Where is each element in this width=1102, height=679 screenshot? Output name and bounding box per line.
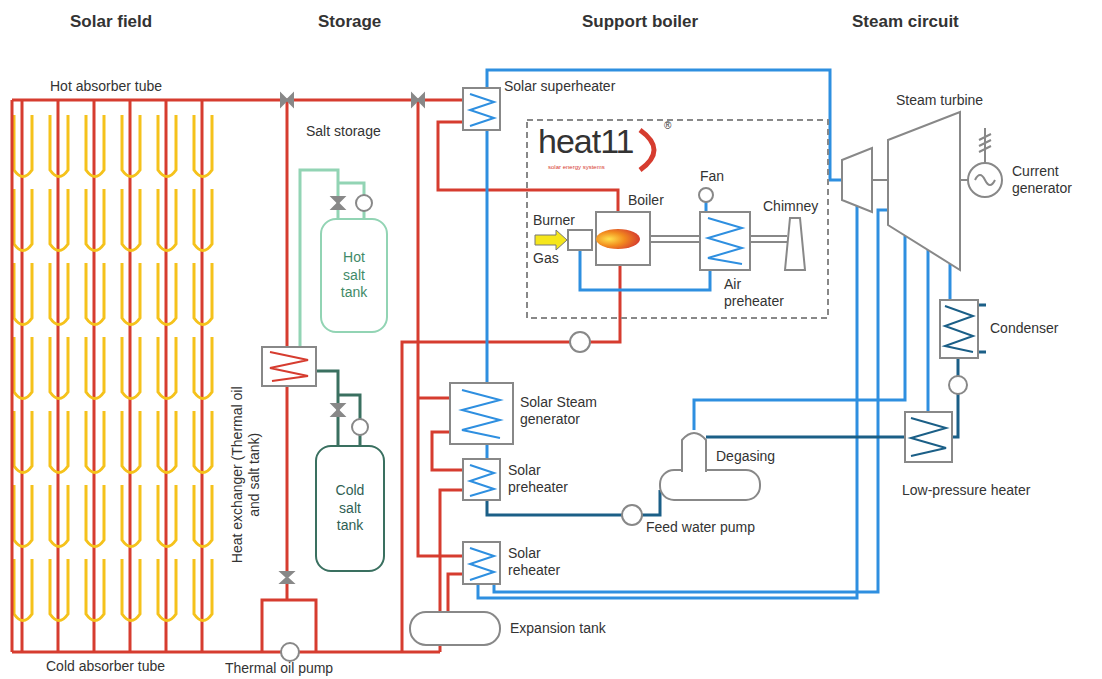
part-label: Solar preheater [508, 462, 588, 496]
section-heading: Storage [318, 12, 381, 32]
section-heading: Steam circuit [852, 12, 959, 32]
collector-trough [194, 485, 212, 547]
collector-trough [50, 411, 68, 473]
collector-trough [122, 189, 140, 251]
part-label: Current generator [1012, 163, 1092, 197]
collector-trough [194, 559, 212, 621]
collector-trough [86, 115, 104, 177]
collector-trough [158, 485, 176, 547]
exchanger-coils [462, 94, 500, 580]
collector-trough [122, 559, 140, 621]
collector-trough [122, 115, 140, 177]
solar-exchangers [410, 88, 513, 645]
part-label: Low-pressure heater [902, 482, 1030, 499]
part-label: Steam turbine [896, 92, 983, 109]
collector-trough [14, 337, 32, 399]
collector-trough [158, 189, 176, 251]
collector-trough [14, 559, 32, 621]
steam-pipes [478, 70, 950, 598]
collector-trough [86, 485, 104, 547]
pipe-label: Hot absorber tube [50, 78, 162, 95]
collector-trough [50, 485, 68, 547]
part-label: Gas [533, 250, 559, 267]
collector-trough [194, 189, 212, 251]
collector-trough [14, 485, 32, 547]
part-label: Air preheater [724, 276, 799, 310]
logo-mark: ® [664, 120, 671, 132]
steam-turbine [842, 112, 1002, 270]
collector-trough [194, 115, 212, 177]
part-label: Solar superheater [504, 78, 615, 95]
collector-trough [14, 115, 32, 177]
collector-trough [86, 263, 104, 325]
absorber-tube [129, 100, 132, 652]
collector-trough [14, 411, 32, 473]
collector-trough [50, 189, 68, 251]
collector-trough [86, 411, 104, 473]
degasser [660, 433, 760, 500]
hot-salt-tank: Hot salt tank [320, 218, 388, 333]
collector-trough [158, 263, 176, 325]
section-heading: Solar field [70, 12, 152, 32]
collector-trough [50, 263, 68, 325]
absorber-tube [201, 100, 204, 652]
logo-arc [640, 130, 654, 170]
collector-trough [122, 337, 140, 399]
part-label: Boiler [628, 192, 664, 209]
collector-trough [14, 263, 32, 325]
collector-trough [194, 263, 212, 325]
part-label: Chimney [763, 198, 818, 215]
logo-text: heat11 [538, 124, 633, 158]
part-label: Feed water pump [646, 519, 755, 536]
collector-trough [158, 337, 176, 399]
pump-label: Thermal oil pump [225, 660, 333, 677]
collector-trough [158, 411, 176, 473]
collector-trough [86, 559, 104, 621]
absorber-tube [165, 100, 168, 652]
thermal-oil-pipes [12, 100, 620, 652]
exchanger-label: Heat exchanger (Thermal oil and salt tan… [229, 385, 263, 565]
cold-salt-tank: Cold salt tank [315, 445, 385, 572]
tank-label: Hot salt tank [336, 249, 372, 302]
collector-trough [194, 337, 212, 399]
collector-trough [158, 115, 176, 177]
storage-label: Salt storage [306, 123, 381, 140]
part-label: Solar reheater [508, 545, 588, 579]
part-label: Degasing [716, 448, 775, 465]
section-heading: Support boiler [582, 12, 698, 32]
absorber-tube [57, 100, 60, 652]
boiler-frame [527, 120, 828, 318]
collector-trough [194, 411, 212, 473]
part-label: Fan [700, 168, 724, 185]
collector-trough [50, 559, 68, 621]
condenser-heater [905, 300, 978, 462]
part-label: Burner [533, 212, 575, 229]
tank-label: Cold salt tank [331, 482, 369, 535]
collector-trough [14, 189, 32, 251]
collector-trough [122, 411, 140, 473]
collector-trough [50, 115, 68, 177]
collector-trough [50, 337, 68, 399]
absorber-tube [93, 100, 96, 652]
solar-field [14, 100, 212, 652]
pumps-valves [281, 94, 967, 661]
collector-trough [158, 559, 176, 621]
collector-trough [122, 485, 140, 547]
collector-trough [86, 189, 104, 251]
pipe-label: Cold absorber tube [46, 658, 165, 675]
part-label: Condenser [990, 320, 1059, 337]
logo-tagline: solar energy systems [548, 164, 605, 171]
collector-trough [122, 263, 140, 325]
heat-exchanger [262, 347, 316, 386]
collector-trough [86, 337, 104, 399]
part-label: Solar Steam generator [520, 394, 630, 428]
part-label: Expansion tank [510, 620, 606, 637]
absorber-tube [21, 100, 24, 652]
